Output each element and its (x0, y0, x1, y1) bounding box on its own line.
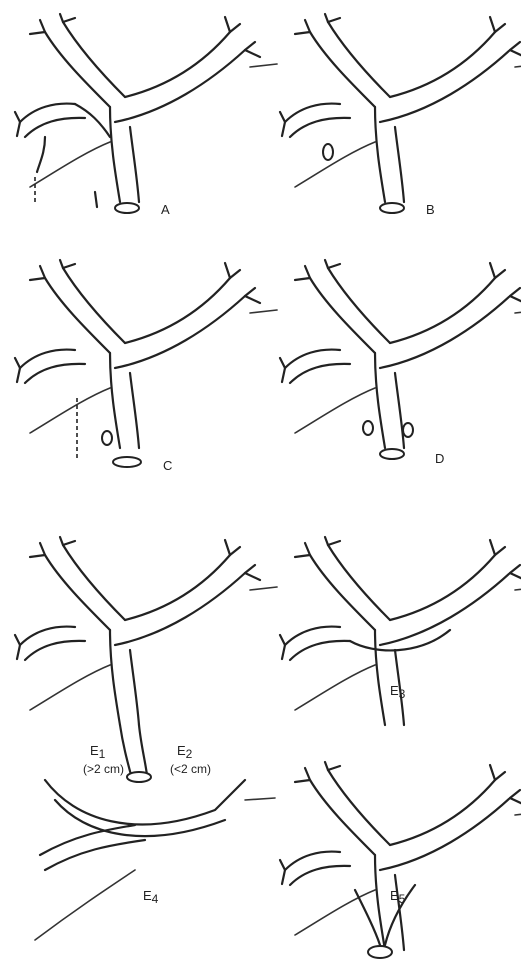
panel-b: B (280, 14, 521, 217)
panel-label-c: C (163, 458, 172, 473)
panel-label-a: A (161, 202, 170, 217)
panel-e5: E5 (280, 762, 521, 958)
panel-d: D (280, 260, 521, 466)
panel-e1-e2: E1 (>2 cm) E2 (<2 cm) (15, 537, 277, 782)
panel-label-e5: E5 (390, 888, 406, 906)
panel-e4: E4 (35, 780, 275, 940)
panel-e3: E3 (280, 537, 521, 725)
panel-label-e1: E1 (90, 743, 106, 761)
panel-note-e2: (<2 cm) (170, 762, 211, 776)
panel-c: C (15, 260, 277, 473)
panel-label-e3: E3 (390, 683, 406, 701)
panel-label-e2: E2 (177, 743, 193, 761)
panel-label-d: D (435, 451, 444, 466)
panel-note-e1: (>2 cm) (83, 762, 124, 776)
panel-label-e4: E4 (143, 888, 159, 906)
panel-a: A (15, 14, 277, 217)
panel-label-b: B (426, 202, 435, 217)
